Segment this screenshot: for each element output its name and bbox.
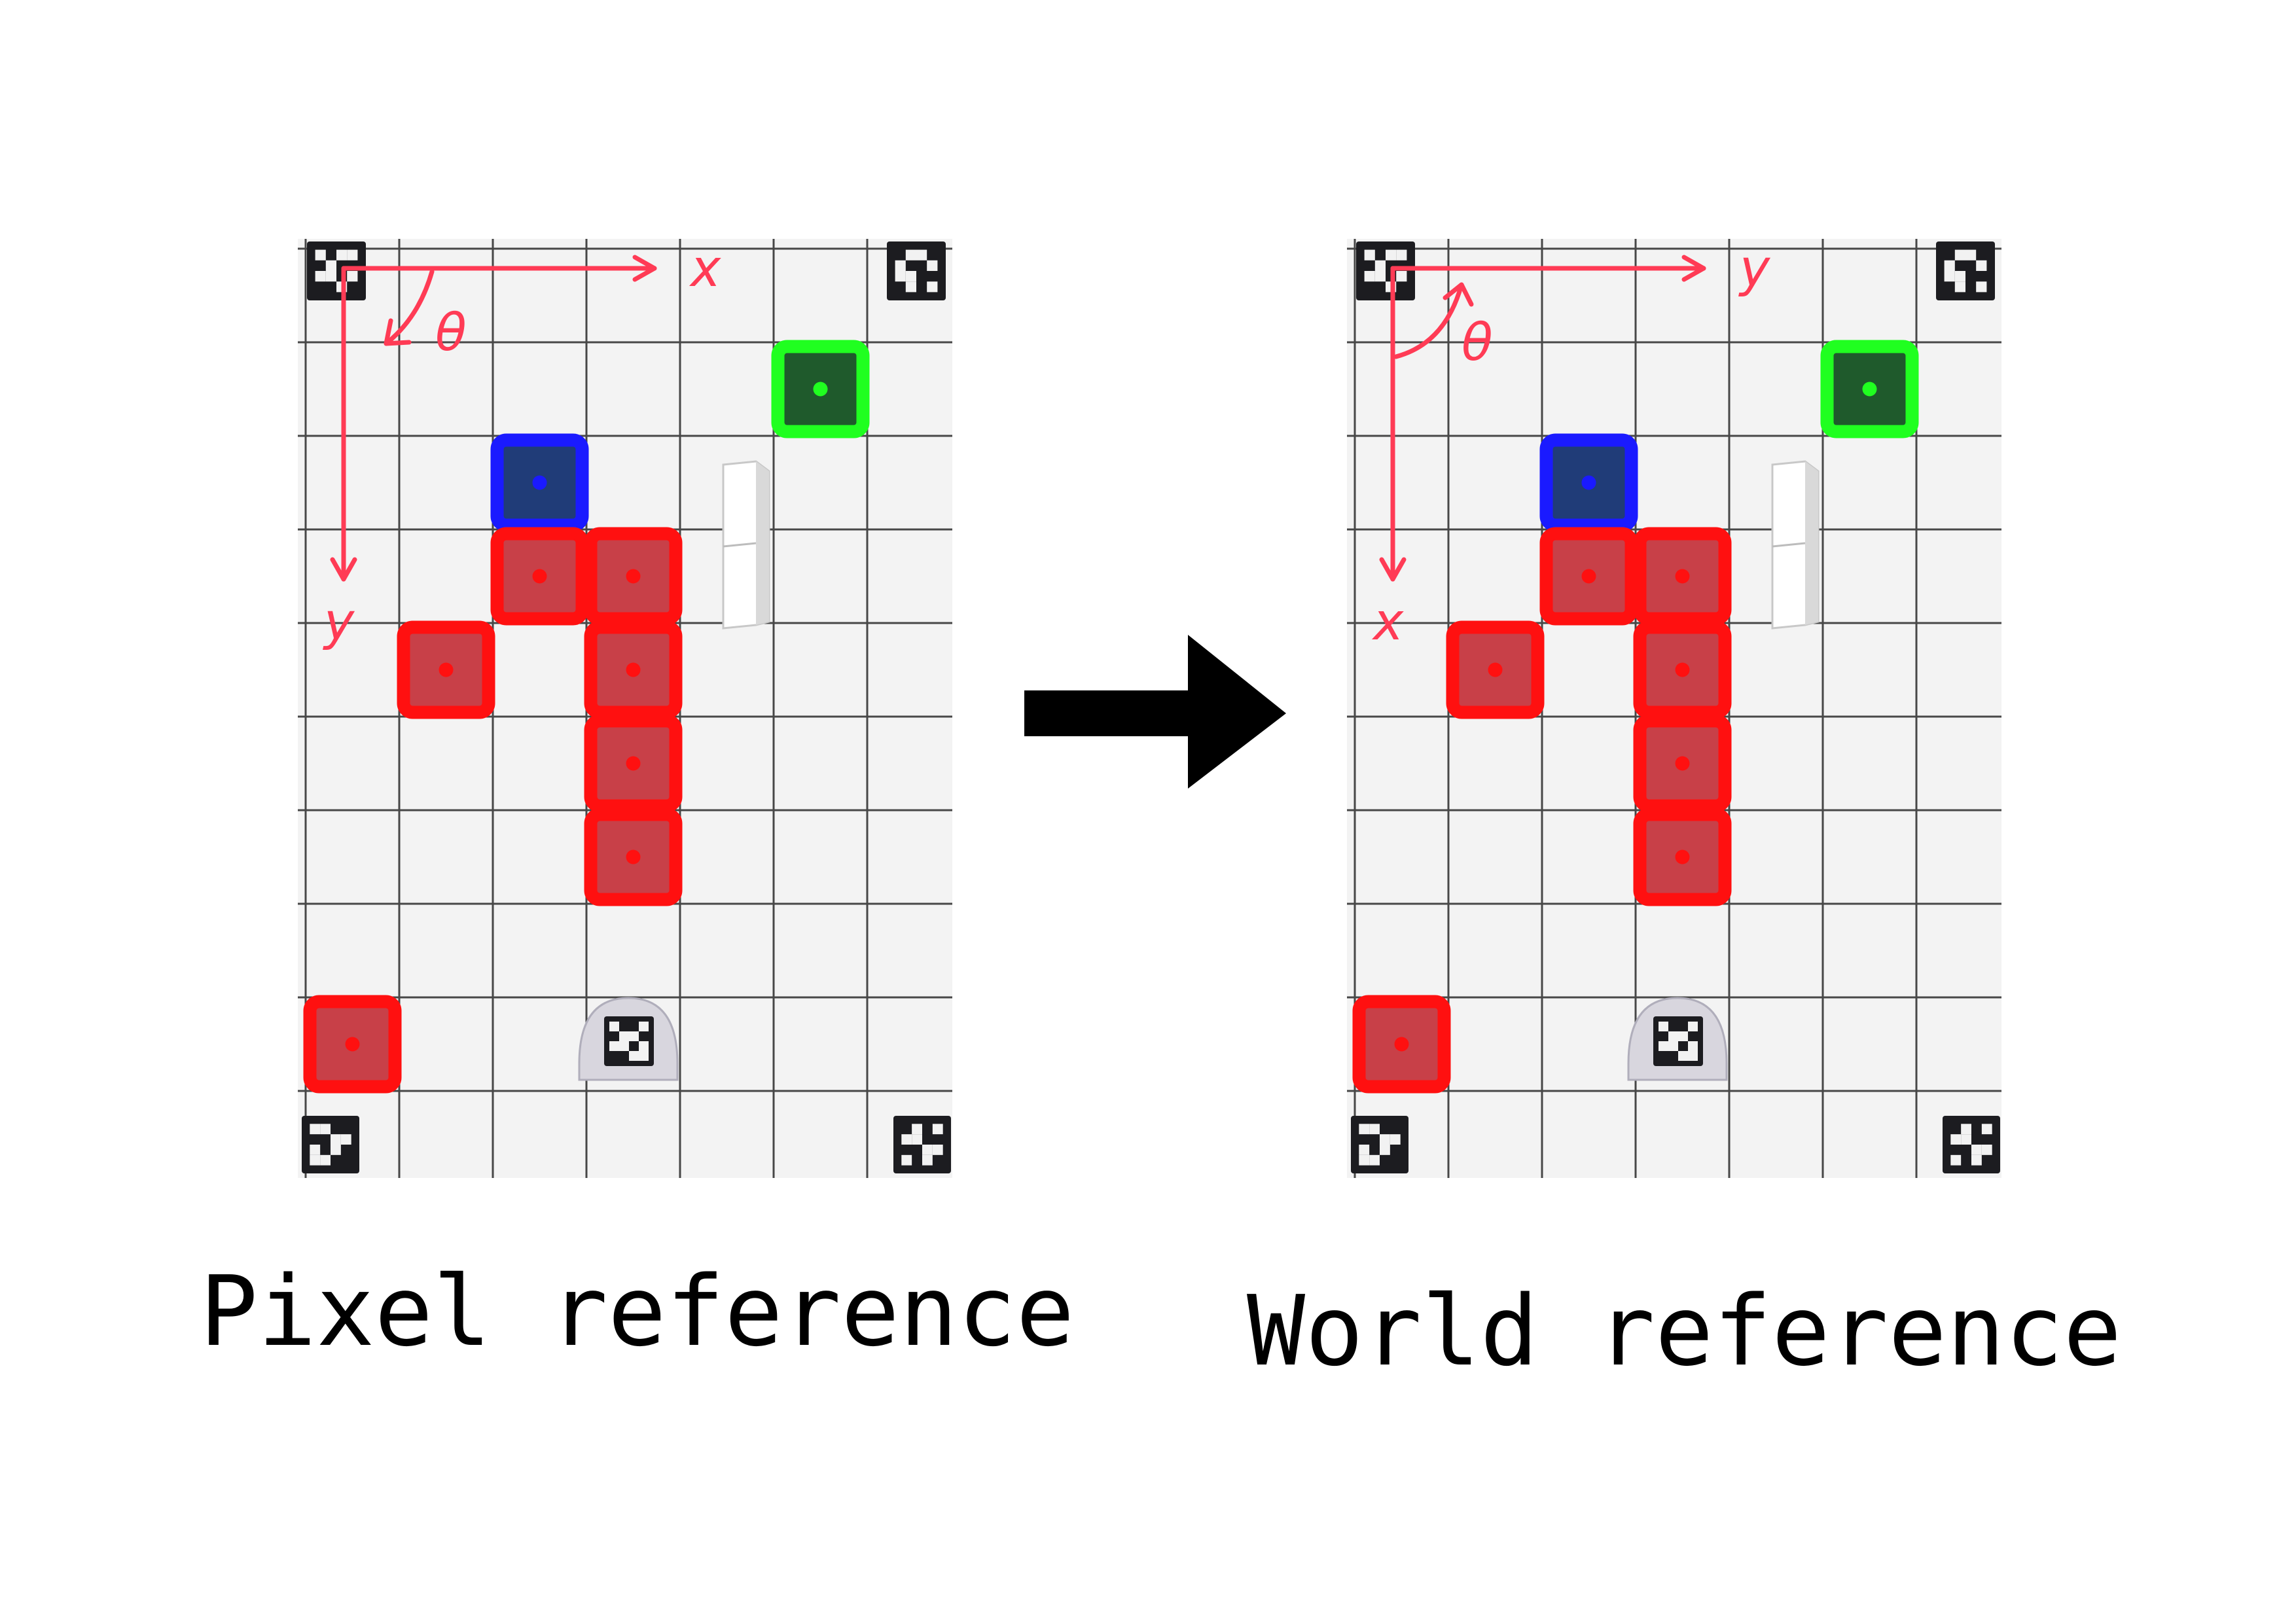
obstacle-block bbox=[397, 620, 495, 719]
vertical-arrowhead bbox=[1379, 557, 1407, 582]
obstacle-block bbox=[1539, 527, 1638, 626]
fiducial-marker-icon bbox=[307, 241, 366, 300]
vertical-axis-label: x bbox=[1371, 593, 1404, 652]
goal-block bbox=[1820, 340, 1919, 438]
fiducial-marker-icon bbox=[1936, 241, 1995, 300]
theta-arc bbox=[384, 269, 435, 346]
vertical-axis-label: y bbox=[323, 593, 355, 652]
obstacle-block bbox=[1352, 995, 1451, 1094]
horizontal-arrowhead bbox=[632, 255, 657, 282]
obstacle-block bbox=[1633, 620, 1732, 719]
obstacle-block bbox=[490, 527, 589, 626]
goal-block bbox=[771, 340, 870, 438]
pixel-reference-caption: Pixel reference bbox=[200, 1255, 1075, 1368]
right-arrow-icon bbox=[1024, 635, 1286, 789]
fiducial-marker-icon bbox=[1351, 1116, 1408, 1173]
theta-label: θ bbox=[1462, 313, 1493, 372]
vertical-arrowhead bbox=[330, 557, 357, 582]
theta-arrowhead bbox=[384, 318, 412, 346]
wall-obstacle-icon bbox=[722, 460, 770, 630]
agent-block bbox=[1539, 433, 1638, 532]
obstacle-block bbox=[1633, 527, 1732, 626]
obstacle-block bbox=[584, 714, 683, 813]
obstacle-block bbox=[303, 995, 402, 1094]
robot-icon bbox=[1627, 997, 1728, 1081]
agent-block bbox=[490, 433, 589, 532]
world-reference-caption: World reference bbox=[1247, 1275, 2122, 1387]
robot-icon bbox=[578, 997, 679, 1081]
obstacle-block bbox=[584, 808, 683, 906]
obstacle-block bbox=[584, 527, 683, 626]
theta-arc bbox=[1393, 282, 1464, 359]
obstacle-block bbox=[584, 620, 683, 719]
fiducial-marker-icon bbox=[302, 1116, 359, 1173]
theta-label: θ bbox=[435, 304, 467, 363]
axis-annotation bbox=[1379, 255, 1706, 582]
horizontal-axis-label: y bbox=[1738, 240, 1771, 298]
world-reference-panel: y x θ bbox=[1347, 239, 2001, 1178]
obstacle-block bbox=[1633, 714, 1732, 813]
axis-annotation bbox=[330, 255, 657, 582]
horizontal-axis-label: x bbox=[689, 240, 721, 298]
fiducial-marker-icon bbox=[893, 1116, 951, 1173]
obstacle-block bbox=[1446, 620, 1545, 719]
theta-arrowhead bbox=[1443, 282, 1474, 307]
horizontal-arrowhead bbox=[1681, 255, 1706, 282]
fiducial-marker-icon bbox=[1943, 1116, 2000, 1173]
wall-obstacle-icon bbox=[1771, 460, 1820, 630]
fiducial-marker-icon bbox=[887, 241, 946, 300]
pixel-reference-panel: x y θ bbox=[298, 239, 952, 1178]
fiducial-marker-icon bbox=[1356, 241, 1415, 300]
obstacle-block bbox=[1633, 808, 1732, 906]
